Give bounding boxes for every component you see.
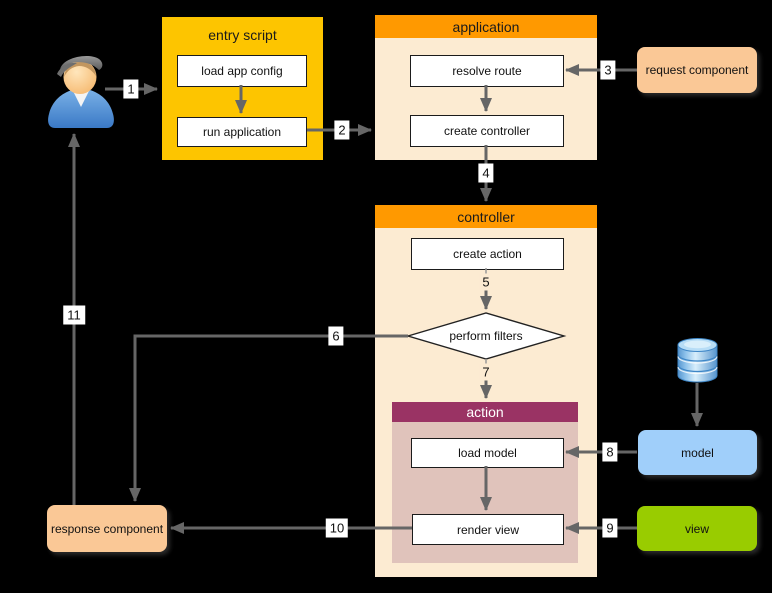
step-label-10: 10 — [325, 518, 349, 538]
step-label-4: 4 — [478, 163, 494, 183]
step-label-2: 2 — [334, 120, 350, 140]
step-label-9: 9 — [602, 518, 618, 538]
resolve-route-box: resolve route — [410, 55, 564, 87]
step-label-5: 5 — [479, 273, 493, 291]
create-action-box: create action — [411, 238, 564, 270]
step-label-1: 1 — [123, 79, 139, 99]
step-label-11: 11 — [63, 305, 85, 325]
perform-filters-label: perform filters — [449, 329, 523, 343]
database-icon — [677, 338, 718, 383]
step-label-6: 6 — [328, 326, 344, 346]
load-app-config-box: load app config — [177, 55, 307, 87]
step-label-8: 8 — [602, 442, 618, 462]
run-application-box: run application — [177, 117, 307, 147]
load-model-box: load model — [411, 438, 564, 468]
response-component-node: response component — [47, 505, 167, 552]
create-controller-box: create controller — [410, 115, 564, 147]
request-component-node: request component — [637, 47, 757, 93]
render-view-box: render view — [412, 514, 564, 545]
entry-script-title: entry script — [208, 27, 277, 43]
step-label-7: 7 — [479, 363, 493, 381]
controller-title: controller — [375, 205, 597, 228]
action-title: action — [392, 402, 578, 422]
model-node: model — [638, 430, 757, 475]
step-label-3: 3 — [600, 60, 616, 80]
application-title: application — [375, 15, 597, 38]
edge-6-filters-to-response — [129, 334, 408, 502]
view-node: view — [637, 506, 757, 551]
user-icon — [48, 56, 114, 128]
